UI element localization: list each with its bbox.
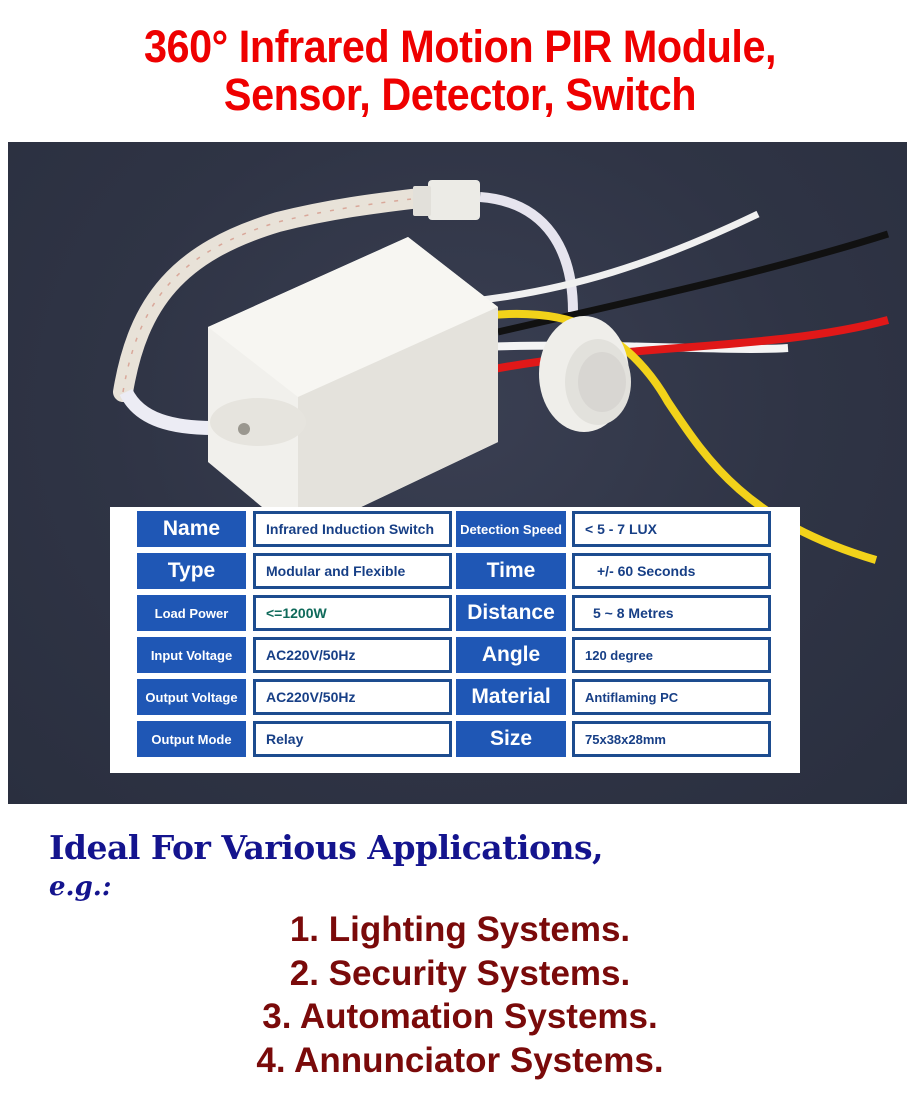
list-item: 1. Lighting Systems. (289, 910, 631, 949)
list-item: 2. Security Systems. (289, 953, 631, 993)
spec-row: Name Infrared Induction Switch Detection… (137, 511, 777, 547)
spec-row: Output Mode Relay Size 75x38x28mm (137, 721, 777, 757)
spec-label: Distance (456, 595, 566, 631)
spec-value: Modular and Flexible (253, 553, 452, 589)
spec-label: Load Power (137, 595, 246, 631)
spec-value: AC220V/50Hz (253, 637, 452, 673)
title-line-1: 360° Infrared Motion PIR Module, (143, 21, 777, 72)
applications-list: 1. Lighting Systems. 2. Security Systems… (0, 908, 920, 1082)
applications-heading: Ideal For Various Applications, (49, 828, 604, 867)
spec-value: +/- 60 Seconds (572, 553, 771, 589)
spec-label: Detection Speed (456, 511, 566, 547)
spec-label: Type (137, 553, 246, 589)
spec-label: Size (456, 721, 566, 757)
spec-label: Input Voltage (137, 637, 246, 673)
spec-value: Infrared Induction Switch (253, 511, 452, 547)
list-item: 3. Automation Systems. (262, 997, 658, 1036)
title-line-2: Sensor, Detector, Switch (223, 69, 697, 120)
spec-label: Material (456, 679, 566, 715)
spec-value: <=1200W (253, 595, 452, 631)
product-photo: Name Infrared Induction Switch Detection… (8, 142, 907, 804)
spec-value: 75x38x28mm (572, 721, 771, 757)
spec-label: Output Voltage (137, 679, 246, 715)
spec-row: Input Voltage AC220V/50Hz Angle 120 degr… (137, 637, 777, 673)
spec-label: Time (456, 553, 566, 589)
spec-row: Load Power <=1200W Distance 5 ~ 8 Metres (137, 595, 777, 631)
spec-value: < 5 - 7 LUX (572, 511, 771, 547)
applications-eg: e.g.: (49, 872, 112, 902)
spec-label: Angle (456, 637, 566, 673)
pir-module-illustration (113, 180, 890, 564)
spec-value: Relay (253, 721, 452, 757)
spec-value: 120 degree (572, 637, 771, 673)
list-item: 4. Annunciator Systems. (256, 1040, 664, 1080)
spec-value: AC220V/50Hz (253, 679, 452, 715)
spec-value: 5 ~ 8 Metres (572, 595, 771, 631)
spec-label: Output Mode (137, 721, 246, 757)
spec-row: Type Modular and Flexible Time +/- 60 Se… (137, 553, 777, 589)
spec-label: Name (137, 511, 246, 547)
spec-value: Antiflaming PC (572, 679, 771, 715)
spec-row: Output Voltage AC220V/50Hz Material Anti… (137, 679, 777, 715)
spec-table: Name Infrared Induction Switch Detection… (110, 507, 800, 773)
